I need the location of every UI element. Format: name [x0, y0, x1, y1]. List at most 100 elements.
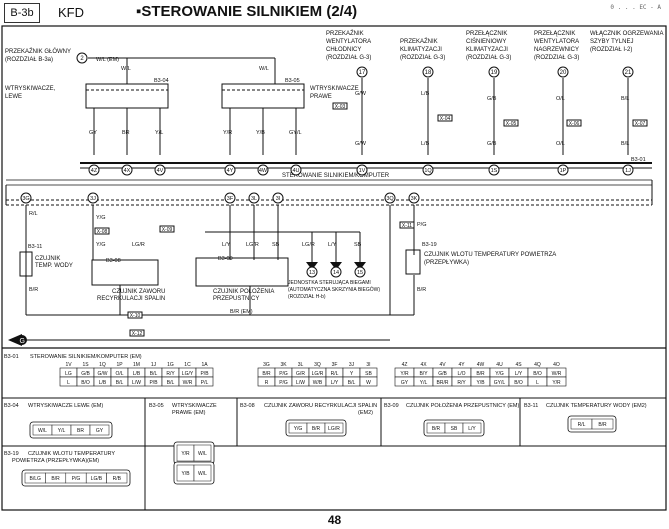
ecm-pin-4y: 4Y — [224, 164, 236, 176]
wire-egr-x: Y/G — [96, 242, 105, 248]
svg-text:R/Y: R/Y — [166, 371, 175, 377]
ecm-pin-1q: 1Q — [422, 164, 434, 176]
ac-relay-l2: KLIMATYZACJI — [400, 47, 442, 53]
svg-text:1J: 1J — [625, 168, 631, 174]
svg-text:2: 2 — [80, 56, 84, 62]
ecm-r2-7: W/R — [178, 376, 197, 387]
ecm-h3-7: 4Q — [534, 362, 541, 368]
svg-text:G/W: G/W — [98, 371, 108, 377]
ecm-r2-8: P/L — [195, 376, 214, 387]
wire-ac: L/B — [421, 91, 430, 97]
wire-fan-lower: G/W — [355, 141, 367, 147]
svg-text:LG/Y: LG/Y — [182, 371, 194, 377]
ac-relay-l1: PRZEKAŹNIK — [400, 38, 438, 45]
wire-inj-r-3: GY/L — [289, 130, 302, 136]
wire-ground: B/R (EM) — [230, 309, 253, 315]
ecm-r2-4: L/W — [127, 376, 146, 387]
svg-text:13: 13 — [309, 270, 315, 276]
ecm-pin-3l: 3L — [248, 192, 260, 204]
svg-text:3J: 3J — [349, 362, 355, 368]
svg-text:GY/L: GY/L — [494, 380, 506, 386]
ecm-h3-6: 4S — [515, 362, 522, 368]
panel-injl-title: WTRYSKIWACZE LEWE (EM) — [28, 403, 103, 409]
ecm-h3-1: 4X — [420, 362, 427, 368]
svg-text:X-11: X-11 — [402, 223, 412, 229]
ecm-pin-1j: 1J — [622, 164, 634, 176]
xc-10: X-12 — [129, 329, 145, 337]
pin-main-relay: 2 — [76, 52, 88, 64]
svg-text:B/O: B/O — [81, 380, 90, 386]
ecm-r3-0: B/R — [257, 367, 276, 378]
svg-text:B/LG: B/LG — [29, 476, 41, 482]
wire-heat: O/L — [556, 96, 565, 102]
wire-inj-feed-l: W/L — [121, 66, 131, 72]
ecm-h1-7: 1C — [184, 362, 191, 368]
ecm-r1-3: O/L — [110, 367, 129, 378]
ecm-h2-2: 3L — [298, 362, 304, 368]
ecm-r3-1: P/G — [274, 367, 293, 378]
svg-text:L/W: L/W — [132, 380, 141, 386]
svg-text:4S: 4S — [515, 362, 522, 368]
svg-text:LG/R: LG/R — [312, 371, 324, 377]
panel-injr-title-2: PRAWE (EM) — [172, 410, 206, 416]
svg-text:1Q: 1Q — [99, 362, 106, 368]
svg-text:B/R: B/R — [476, 371, 485, 377]
svg-text:3G: 3G — [22, 196, 29, 202]
ecm-r6-8: Y/R — [546, 376, 567, 387]
wire-heat-lower: O/L — [556, 141, 565, 147]
tcm-pin-15: 15 — [354, 262, 366, 278]
svg-text:B/O: B/O — [514, 380, 523, 386]
ecm-h3-8: 4O — [553, 362, 560, 368]
svg-text:1P: 1P — [560, 168, 567, 174]
svg-text:17: 17 — [359, 70, 366, 76]
ecm-r2-5: P/B — [144, 376, 163, 387]
ecm-r1-1: G/B — [76, 367, 95, 378]
wire-inj-r-2: Y/B — [256, 130, 265, 136]
svg-text:4W: 4W — [259, 168, 268, 174]
inj-left-label-1: WTRYSKIWACZE, — [5, 86, 56, 92]
wire-iat-top: P/G — [417, 222, 426, 228]
svg-text:P/G: P/G — [279, 371, 288, 377]
press-sw-l3: KLIMATYZACJI — [466, 47, 508, 53]
svg-text:B/R: B/R — [262, 371, 271, 377]
svg-text:X-03: X-03 — [335, 104, 346, 110]
svg-text:14: 14 — [333, 270, 339, 276]
svg-text:R: R — [265, 380, 269, 386]
svg-text:X-10: X-10 — [130, 313, 141, 319]
ecm-pin-3f: 3F — [224, 192, 236, 204]
svg-text:R/Y: R/Y — [457, 380, 466, 386]
wire-main-relay: W/L (EM) — [96, 57, 119, 63]
ecm-pin-4w: 4W — [257, 164, 269, 176]
ecm-pin-4u: 4U — [290, 164, 302, 176]
svg-text:BR: BR — [77, 428, 84, 434]
wire-press: G/B — [487, 96, 497, 102]
press-sw-l4: (ROZDZIAŁ G-3) — [466, 55, 511, 61]
svg-text:1A: 1A — [201, 362, 208, 368]
pin-pressure-switch: 19 — [488, 66, 500, 78]
iat-label-2: (PRZEPŁYWKA) — [424, 260, 469, 266]
svg-text:R/L: R/L — [578, 422, 586, 428]
xc-5: X-07 — [632, 119, 648, 127]
fan-relay-l4: (ROZDZIAŁ G-3) — [326, 55, 371, 61]
svg-text:SB: SB — [365, 371, 372, 377]
svg-text:19: 19 — [491, 70, 498, 76]
ecm-r1-6: R/Y — [161, 367, 180, 378]
defrost-l2: SZYBY TYLNEJ — [590, 39, 633, 45]
panel-ect-id: B3-11 — [524, 403, 538, 409]
fan-relay-l2: WENTYLATORA — [326, 39, 371, 45]
xc-1: X-03 — [332, 102, 348, 110]
svg-text:1J: 1J — [151, 362, 157, 368]
svg-text:Y/L: Y/L — [420, 380, 428, 386]
svg-text:1Q: 1Q — [424, 168, 432, 174]
ecm-label: STEROWANIE SILNIKIEM/KOMPUTER — [282, 173, 390, 179]
wire-egr-2: LG/R — [132, 242, 145, 248]
inj-right-label-1: WTRYSKIWACZE — [310, 86, 359, 92]
wire-inj-r-1: Y/R — [223, 130, 232, 136]
ecm-r5-1: B/Y — [413, 367, 434, 378]
ecm-h1-0: 1V — [65, 362, 72, 368]
svg-text:SB: SB — [451, 426, 458, 432]
